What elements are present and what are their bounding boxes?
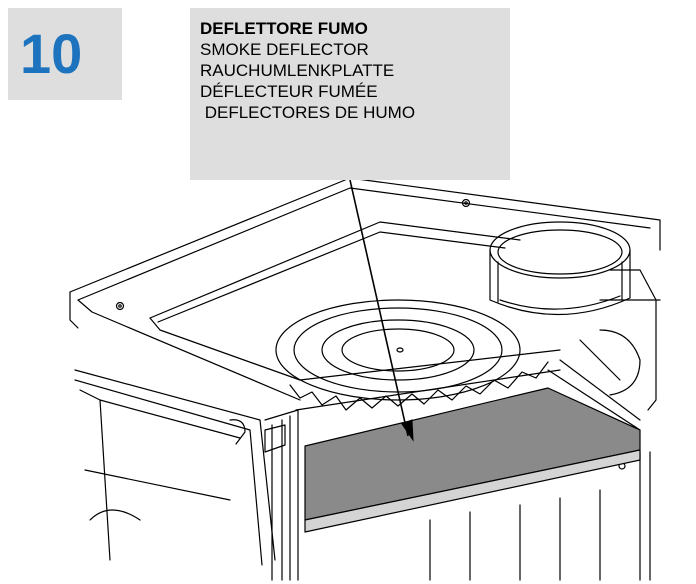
flue-collar (489, 221, 631, 316)
part-label-box: DEFLETTORE FUMO SMOKE DEFLECTOR RAUCHUML… (190, 8, 510, 180)
plate-serrated-edge (289, 361, 549, 411)
part-label-lines: DEFLETTORE FUMO SMOKE DEFLECTOR RAUCHUML… (200, 18, 415, 123)
label-spanish: DEFLECTORES DE HUMO (200, 103, 416, 122)
label-english: SMOKE DEFLECTOR (200, 40, 369, 59)
label-italian: DEFLETTORE FUMO (200, 19, 368, 38)
left-side-panel (74, 369, 276, 561)
screw-icon (115, 301, 125, 311)
stove-top-frame (69, 177, 661, 293)
hotplate-rings (275, 299, 521, 401)
step-number-box: 10 (8, 8, 122, 100)
leader-arrow (349, 179, 414, 442)
label-german: RAUCHUMLENKPLATTE (200, 61, 395, 80)
screw-icon (461, 198, 471, 208)
smoke-deflector-plate (304, 387, 641, 533)
top-panel (149, 221, 521, 319)
label-french: DÉFLECTEUR FUMÉE (200, 82, 378, 101)
step-number: 10 (20, 22, 83, 85)
